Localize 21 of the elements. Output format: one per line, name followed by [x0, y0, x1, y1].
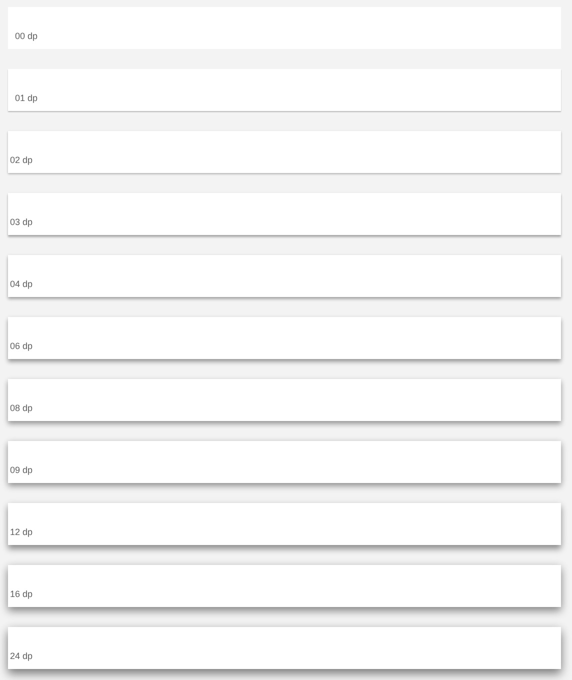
- elevation-label: 02 dp: [10, 155, 33, 166]
- elevation-label: 08 dp: [10, 403, 33, 414]
- card: [8, 503, 561, 545]
- elevation-label: 00 dp: [15, 31, 38, 42]
- elevation-label: 12 dp: [10, 527, 33, 538]
- card: [8, 193, 561, 235]
- card: [8, 379, 561, 421]
- elevation-label: 16 dp: [10, 589, 33, 600]
- elevation-label: 24 dp: [10, 651, 33, 662]
- card: [8, 627, 561, 669]
- card: [8, 69, 561, 111]
- card: [8, 317, 561, 359]
- card: [8, 255, 561, 297]
- elevation-label: 09 dp: [10, 465, 33, 476]
- elevation-label: 03 dp: [10, 217, 33, 228]
- card: [8, 131, 561, 173]
- card: [8, 441, 561, 483]
- elevation-label: 04 dp: [10, 279, 33, 290]
- card: [8, 565, 561, 607]
- elevation-label: 01 dp: [15, 93, 38, 104]
- elevation-label: 06 dp: [10, 341, 33, 352]
